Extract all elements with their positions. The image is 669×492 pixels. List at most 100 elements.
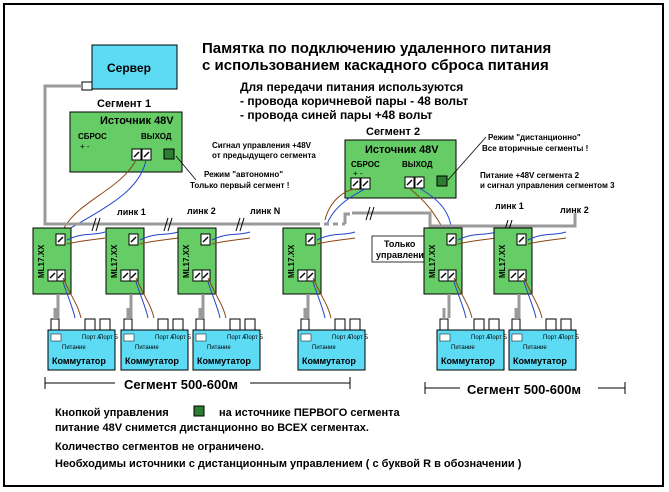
segment1-control-button[interactable] xyxy=(163,148,175,160)
footer-line-1a: Кнопкой управления xyxy=(55,407,169,419)
module-group: ML17.XX ML17.XX ML17.XX ML17.XX ML17.XX ML17.… xyxy=(32,227,567,319)
seg2-reset-brown-wire xyxy=(324,188,356,221)
module-label: ML17.XX xyxy=(287,244,296,278)
intro-line-2: - провода коричневой пары - 48 вольт xyxy=(240,94,468,108)
segment1-label: Сегмент 1 xyxy=(97,98,151,110)
ml17-module: ML17.XX xyxy=(282,227,356,319)
only-control-box xyxy=(371,235,431,263)
segment1-reset-label: СБРОС xyxy=(78,132,107,141)
switch-port-a: Порт А xyxy=(82,335,101,341)
switch-label: Коммутатор xyxy=(52,356,106,366)
switch-port-a: Порт А xyxy=(155,335,174,341)
module-label: ML17.XX xyxy=(498,244,507,278)
module-label: ML17.XX xyxy=(110,244,119,278)
footer-button-icon xyxy=(193,405,205,417)
switch-power: Питание xyxy=(207,345,231,351)
switch-port-b: Порт Б xyxy=(244,335,263,341)
seg1-brown-wire xyxy=(63,159,137,229)
autonomous-pointer xyxy=(175,155,197,181)
segment2-reset-label: СБРОС xyxy=(351,160,380,169)
footer-line-3: Количество сегментов не ограничено. xyxy=(55,441,264,453)
switch-port-b: Порт Б xyxy=(488,335,507,341)
segment-length-brackets xyxy=(44,377,626,394)
server-label: Сервер xyxy=(107,61,151,75)
footer-line-1b: на источнике ПЕРВОГО сегмента xyxy=(219,407,400,419)
segment1-source-title: Источник 48V xyxy=(100,115,174,127)
module-label: ML17.XX xyxy=(428,244,437,278)
switch-port-b: Порт Б xyxy=(172,335,191,341)
seg2-reset-blue-wire xyxy=(326,188,366,225)
segment-length-right: Сегмент 500-600м xyxy=(467,382,581,397)
remote-note-2: Все вторичные сегменты ! xyxy=(482,144,588,153)
switch-label: Коммутатор xyxy=(125,356,179,366)
trunk-cable-left xyxy=(43,215,315,226)
linkN-label: линк N xyxy=(250,206,280,216)
remote-pointer xyxy=(447,136,487,181)
ml17-module: ML17.XX xyxy=(177,227,251,319)
ml17-module: ML17.XX xyxy=(105,227,179,319)
switch-power: Питание xyxy=(523,345,547,351)
segment2-out-label: ВЫХОД xyxy=(402,160,433,169)
only-control-2: управление! xyxy=(376,250,432,260)
switch-label: Коммутатор xyxy=(513,356,567,366)
server-port-icon xyxy=(81,81,93,91)
autonomous-note-1: Режим "автономно" xyxy=(204,170,283,179)
switch-port-a: Порт А xyxy=(332,335,351,341)
title-line-2: с использованием каскадного сброса питан… xyxy=(202,57,549,74)
switch-power: Питание xyxy=(135,345,159,351)
segment2-control-button[interactable] xyxy=(436,175,448,187)
server-cable xyxy=(43,84,82,215)
control-signal-note-1: Сигнал управления +48V xyxy=(212,141,312,150)
link2b-label: линк 2 xyxy=(560,205,589,215)
switch-port-a: Порт А xyxy=(543,335,562,341)
segment-length-left: Сегмент 500-600м xyxy=(124,377,238,392)
title-line-1: Памятка по подключению удаленного питани… xyxy=(202,40,551,57)
trunk-cable-right xyxy=(352,211,577,228)
intro-line-1: Для передачи питания используются xyxy=(240,80,463,94)
switch-port-b: Порт Б xyxy=(560,335,579,341)
ml17-module: ML17.XX xyxy=(32,227,106,319)
switch-label: Коммутатор xyxy=(441,356,495,366)
link1-label: линк 1 xyxy=(117,207,146,217)
switch-power: Питание xyxy=(62,345,86,351)
server-box xyxy=(91,44,178,90)
switch-label: Коммутатор xyxy=(197,356,251,366)
footer-line-2: питание 48V снимется дистанционно во ВСЕ… xyxy=(55,422,369,434)
segment2-reset-pm: + - xyxy=(353,169,363,178)
intro-line-3: - провода синей пары +48 вольт xyxy=(240,108,433,122)
power-seg2-note-1: Питание +48V сегмента 2 xyxy=(480,171,580,180)
autonomous-note-2: Только первый сегмент ! xyxy=(190,181,289,190)
switch-label: Коммутатор xyxy=(302,356,356,366)
segment1-out-label: ВЫХОД xyxy=(141,132,172,141)
ml17-module: ML17.XX xyxy=(423,227,497,319)
segment1-reset-pm: + - xyxy=(80,142,90,151)
ml17-module: ML17.XX xyxy=(493,227,567,319)
trunk-cable-mid xyxy=(343,212,350,224)
switch-port-a: Порт А xyxy=(227,335,246,341)
switch-power: Питание xyxy=(451,345,475,351)
module-label: ML17.XX xyxy=(37,244,46,278)
segment1-source-box xyxy=(69,111,183,173)
segment2-label: Сегмент 2 xyxy=(366,126,420,138)
link1b-label: линк 1 xyxy=(495,201,524,211)
switch-port-b: Порт Б xyxy=(99,335,118,341)
remote-note-1: Режим "дистанционно" xyxy=(488,133,581,142)
only-control-1: Только xyxy=(384,239,416,249)
module-label: ML17.XX xyxy=(182,244,191,278)
switch-power: Питание xyxy=(312,345,336,351)
switch-port-b: Порт Б xyxy=(349,335,368,341)
footer-line-4: Необходимы источники с дистанционным упр… xyxy=(55,458,522,470)
power-seg2-note-2: и сигнал управления сегментом 3 xyxy=(480,181,615,190)
switch-port-a: Порт А xyxy=(471,335,490,341)
link2-label: линк 2 xyxy=(187,206,216,216)
segment2-source-title: Источник 48V xyxy=(365,144,439,156)
control-signal-note-2: от предыдущего сегмента xyxy=(212,151,316,160)
